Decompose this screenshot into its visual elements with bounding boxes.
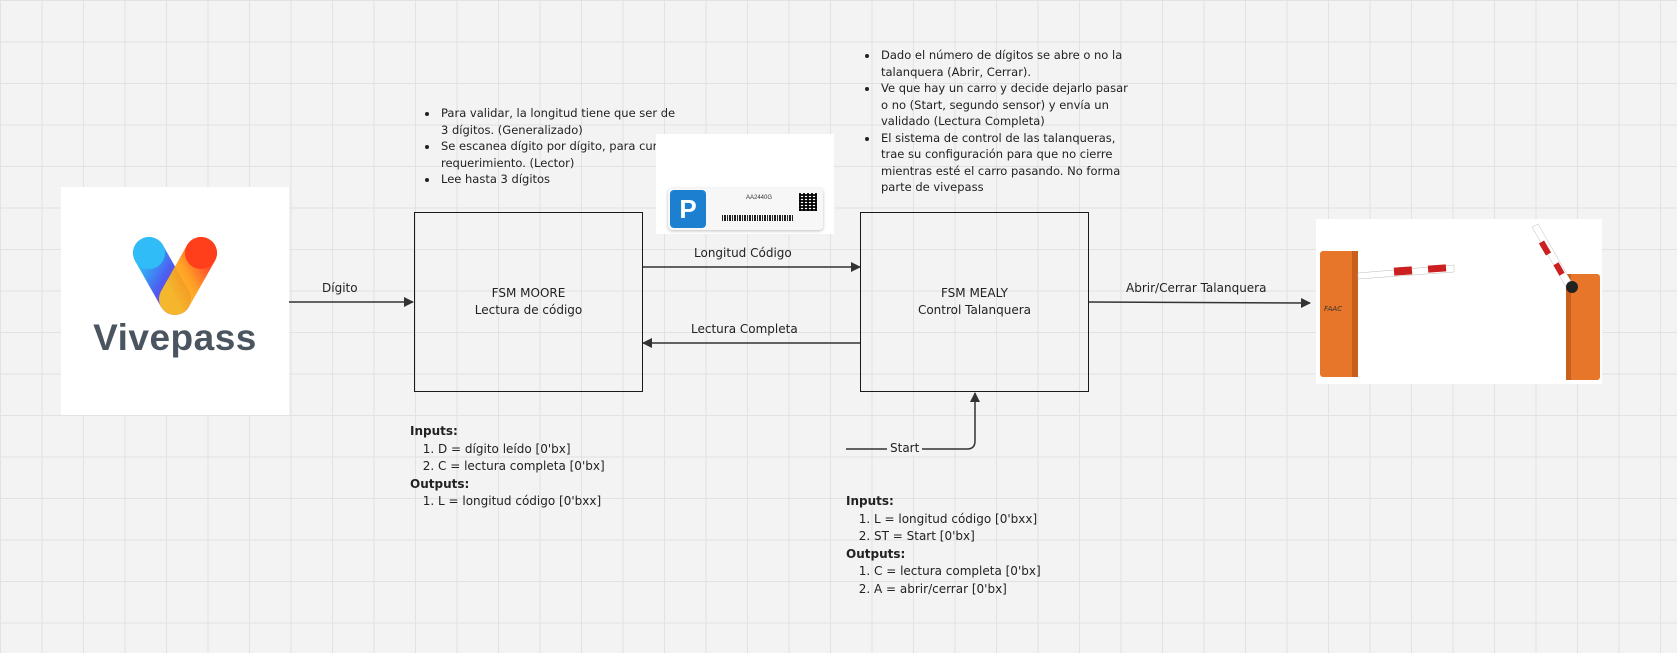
vivepass-logo: Vivepass: [61, 187, 289, 415]
card-code: AA2440G: [746, 195, 773, 201]
vivepass-logo-text: Vivepass: [93, 317, 257, 358]
barcode-icon: [722, 215, 794, 221]
mealy-input-item: ST = Start [0'bx]: [874, 528, 1041, 546]
moore-input-item: C = lectura completa [0'bx]: [438, 458, 605, 476]
mealy-input-item: L = longitud código [0'bxx]: [874, 511, 1041, 529]
moore-note: Se escanea dígito por dígito, para cumpl…: [439, 138, 684, 171]
label-longitud-codigo: Longitud Código: [694, 246, 792, 260]
fsm-moore-title: FSM MOORE: [491, 286, 566, 300]
fsm-moore-subtitle: Lectura de código: [474, 303, 583, 317]
mealy-outputs-title: Outputs:: [846, 546, 906, 561]
fsm-mealy-subtitle: Control Talanquera: [917, 303, 1032, 317]
moore-output-item: L = longitud código [0'bxx]: [438, 493, 605, 511]
mealy-inputs-title: Inputs:: [846, 494, 894, 508]
qr-code-icon: [799, 193, 817, 211]
mealy-spec: Inputs: L = longitud código [0'bxx] ST =…: [846, 493, 1041, 598]
mealy-notes: Dado el número de dígitos se abre o no l…: [852, 47, 1129, 196]
mealy-note: El sistema de control de las talanqueras…: [879, 130, 1129, 196]
vivepass-v-icon: [133, 237, 217, 315]
moore-outputs-title: Outputs:: [410, 476, 470, 491]
mealy-note: Ve que hay un carro y decide dejarlo pas…: [879, 80, 1129, 130]
mealy-note: Dado el número de dígitos se abre o no l…: [879, 47, 1129, 80]
arrow-start: [846, 392, 980, 450]
moore-inputs-title: Inputs:: [410, 424, 458, 438]
moore-notes: Para validar, la longitud tiene que ser …: [412, 105, 684, 188]
mealy-output-item: C = lectura completa [0'bx]: [874, 563, 1041, 581]
label-start: Start: [887, 441, 923, 455]
fsm-moore-box: FSM MOORE Lectura de código: [414, 212, 643, 392]
fsm-mealy-title: FSM MEALY: [940, 286, 1009, 300]
arrow-abrir-cerrar: [1087, 297, 1311, 308]
moore-input-item: D = dígito leído [0'bx]: [438, 441, 605, 459]
parking-p-icon: P: [670, 190, 706, 228]
barrier-gate-image: FAAC: [1316, 219, 1602, 384]
mealy-output-item: A = abrir/cerrar [0'bx]: [874, 581, 1041, 599]
label-digito: Dígito: [322, 281, 358, 295]
svg-text:FAAC: FAAC: [1324, 305, 1342, 313]
label-lectura-completa: Lectura Completa: [691, 322, 798, 336]
moore-spec: Inputs: D = dígito leído [0'bx] C = lect…: [410, 423, 605, 511]
parking-card-image: P AA2440G: [656, 134, 834, 234]
barrier-gate-icon: FAAC: [1320, 223, 1600, 380]
label-abrir-cerrar: Abrir/Cerrar Talanquera: [1126, 281, 1267, 295]
card-body: P AA2440G: [668, 188, 823, 230]
moore-note: Lee hasta 3 dígitos: [439, 171, 684, 188]
moore-note: Para validar, la longitud tiene que ser …: [439, 105, 684, 138]
fsm-mealy-box: FSM MEALY Control Talanquera: [860, 212, 1089, 392]
